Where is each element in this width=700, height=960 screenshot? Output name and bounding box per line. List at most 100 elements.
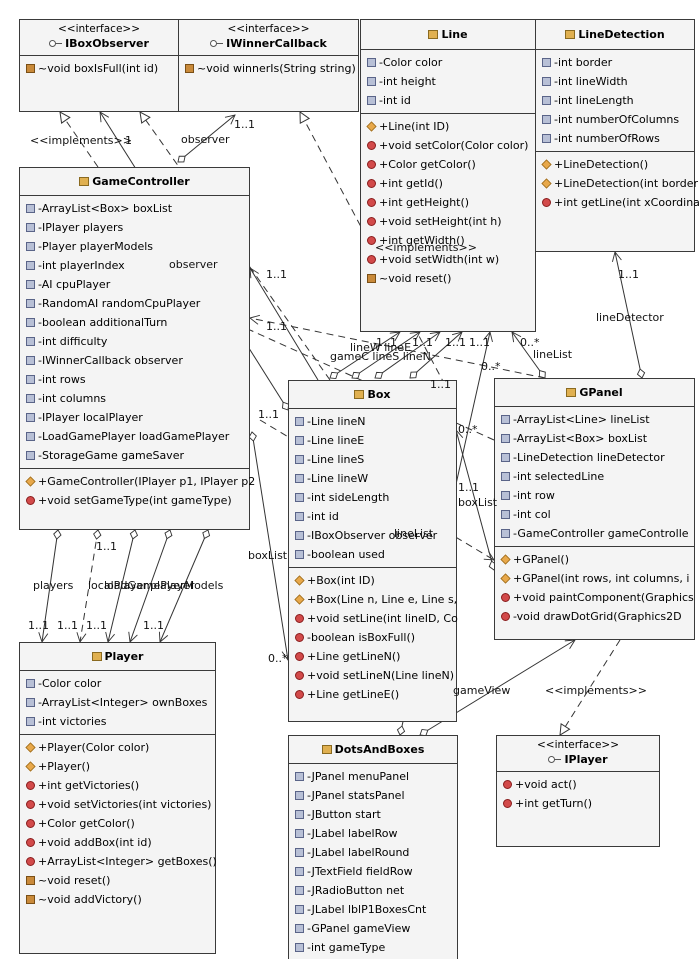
attribute-row[interactable]: -JButton start [289, 805, 457, 824]
attribute-row[interactable]: -Line lineN [289, 412, 456, 431]
class-iwinnercallback[interactable]: <<interface>> IWinnerCallback ~void winn… [178, 19, 359, 112]
attribute-row[interactable]: -JPanel menuPanel [289, 767, 457, 786]
class-iboxobserver[interactable]: <<interface>> IBoxObserver ~void boxIsFu… [19, 19, 179, 112]
attribute-row[interactable]: -ArrayList<Line> lineList [495, 410, 694, 429]
operation-row[interactable]: +void setVictories(int victories) [20, 795, 215, 814]
operation-row[interactable]: +Color getColor() [20, 814, 215, 833]
operation-row[interactable]: ~void addVictory() [20, 890, 215, 909]
class-player[interactable]: Player -Color color-ArrayList<Integer> o… [19, 642, 217, 954]
attribute-row[interactable]: -int sideLength [289, 488, 456, 507]
class-box[interactable]: Box -Line lineN-Line lineE-Line lineS-Li… [288, 380, 458, 722]
attribute-row[interactable]: -JRadioButton net [289, 881, 457, 900]
operation-row[interactable]: +int getHeight() [361, 193, 535, 212]
field-icon [26, 318, 35, 327]
attribute-row[interactable]: -boolean used [289, 545, 456, 564]
attribute-row[interactable]: -int height [361, 72, 535, 91]
operation-row[interactable]: +Line getLineN() [289, 647, 456, 666]
class-line[interactable]: Line -Color color-int height-int id +Lin… [360, 19, 536, 332]
operation-row[interactable]: +void act() [497, 775, 659, 794]
operation-row[interactable]: +Box(Line n, Line e, Line s, [289, 590, 457, 609]
attribute-row[interactable]: -ArrayList<Integer> ownBoxes [20, 693, 215, 712]
attribute-row[interactable]: -JLabel labelRow [289, 824, 457, 843]
attribute-row[interactable]: -boolean additionalTurn [20, 313, 249, 332]
attribute-row[interactable]: -int playerIndex [20, 256, 249, 275]
attribute-row[interactable]: -JLabel lblP1BoxesCnt [289, 900, 457, 919]
attribute-row[interactable]: -AI cpuPlayer [20, 275, 249, 294]
attribute-row[interactable]: -Color color [20, 674, 215, 693]
operation-row[interactable]: -boolean isBoxFull() [289, 628, 456, 647]
operation-row[interactable]: +void setWidth(int w) [361, 250, 535, 269]
attribute-row[interactable]: -Line lineW [289, 469, 456, 488]
operation-row[interactable]: +LineDetection(int border [536, 174, 698, 193]
attribute-row[interactable]: -JLabel labelRound [289, 843, 457, 862]
operation-row[interactable]: +int getVictories() [20, 776, 215, 795]
attribute-row[interactable]: -int selectedLine [495, 467, 694, 486]
attribute-row[interactable]: -int rows [20, 370, 249, 389]
operation-row[interactable]: ~void reset() [361, 269, 535, 288]
attribute-row[interactable]: -RandomAI randomCpuPlayer [20, 294, 249, 313]
operation-row[interactable]: +GPanel() [495, 550, 694, 569]
operation-row[interactable]: +ArrayList<Integer> getBoxes() [20, 852, 217, 871]
attribute-row[interactable]: -Color color [361, 53, 535, 72]
operation-row[interactable]: +Line(int ID) [361, 117, 535, 136]
attribute-row[interactable]: -int difficulty [20, 332, 249, 351]
attribute-row[interactable]: -int gameType [289, 938, 457, 957]
operation-row[interactable]: +void setLineN(Line lineN) [289, 666, 456, 685]
attribute-row[interactable]: -GameController gameControlle [495, 524, 694, 543]
attribute-row[interactable]: -int columns [20, 389, 249, 408]
class-iplayer[interactable]: <<interface>> IPlayer +void act()+int ge… [496, 735, 660, 847]
operation-row[interactable]: +Player(Color color) [20, 738, 215, 757]
attribute-row[interactable]: -LineDetection lineDetector [495, 448, 694, 467]
operation-row[interactable]: +void setGameType(int gameType) [20, 491, 249, 510]
operation-row[interactable]: +void setHeight(int h) [361, 212, 535, 231]
attribute-row[interactable]: -GPanel gameView [289, 919, 457, 938]
attribute-row[interactable]: -int lineWidth [536, 72, 694, 91]
attribute-row[interactable]: -LoadGamePlayer loadGamePlayer [20, 427, 249, 446]
operation-row[interactable]: ~void reset() [20, 871, 215, 890]
attribute-row[interactable]: -int row [495, 486, 694, 505]
attribute-row[interactable]: -int numberOfRows [536, 129, 694, 148]
class-gamecontroller[interactable]: GameController -ArrayList<Box> boxList-I… [19, 167, 255, 530]
operation-row[interactable]: +void setLine(int lineID, Co [289, 609, 458, 628]
attribute-row[interactable]: -IPlayer localPlayer [20, 408, 249, 427]
attribute-row[interactable]: -IWinnerCallback observer [20, 351, 249, 370]
attribute-row[interactable]: -int id [361, 91, 535, 110]
attribute-row[interactable]: -int lineLength [536, 91, 694, 110]
attribute-row[interactable]: -IPlayer players [20, 218, 249, 237]
attribute-row[interactable]: -ArrayList<Box> boxList [20, 199, 249, 218]
operation-row[interactable]: +void setColor(Color color) [361, 136, 535, 155]
operation-row[interactable]: +GPanel(int rows, int columns, i [495, 569, 694, 588]
attribute-row[interactable]: -JPanel statsPanel [289, 786, 457, 805]
operation-row[interactable]: +int getLine(int xCoordina [536, 193, 700, 212]
attribute-row[interactable]: -int numberOfColumns [536, 110, 694, 129]
attribute-row[interactable]: -Player playerModels [20, 237, 249, 256]
attribute-row[interactable]: -Line lineS [289, 450, 456, 469]
class-linedetection[interactable]: LineDetection -int border-int lineWidth-… [535, 19, 700, 252]
operation-row[interactable]: -void drawDotGrid(Graphics2D [495, 607, 694, 626]
class-dotsandboxes[interactable]: DotsAndBoxes -JPanel menuPanel-JPanel st… [288, 735, 458, 959]
attribute-row[interactable]: -IBoxObserver observer [289, 526, 456, 545]
operation-row[interactable]: +GameController(IPlayer p1, IPlayer p2 [20, 472, 255, 491]
attribute-row[interactable]: -Line lineE [289, 431, 456, 450]
operation-row[interactable]: +void paintComponent(Graphics [495, 588, 694, 607]
attribute-row[interactable]: -StorageGame gameSaver [20, 446, 249, 465]
operation-row[interactable]: +Box(int ID) [289, 571, 456, 590]
attribute-row[interactable]: -JTextField fieldRow [289, 862, 457, 881]
operation-row[interactable]: +Line getLineE() [289, 685, 456, 704]
attribute-row[interactable]: -int id [289, 507, 456, 526]
class-gpanel[interactable]: GPanel -ArrayList<Line> lineList-ArrayLi… [494, 378, 695, 640]
attribute-row[interactable]: -int victories [20, 712, 215, 731]
operation-row[interactable]: ~void winnerIs(String string) [179, 59, 358, 78]
attribute-row[interactable]: -int col [495, 505, 694, 524]
operation-row[interactable]: +LineDetection() [536, 155, 694, 174]
operation-row[interactable]: ~void boxIsFull(int id) [20, 59, 178, 78]
operation-row[interactable]: +Color getColor() [361, 155, 535, 174]
operation-row[interactable]: +int getId() [361, 174, 535, 193]
operation-row[interactable]: +Player() [20, 757, 215, 776]
operation-row[interactable]: +int getWidth() [361, 231, 535, 250]
operation-row[interactable]: +int getTurn() [497, 794, 659, 813]
operation-row[interactable]: +void addBox(int id) [20, 833, 215, 852]
member-text: -GPanel gameView [307, 922, 411, 935]
attribute-row[interactable]: -ArrayList<Box> boxList [495, 429, 694, 448]
attribute-row[interactable]: -int border [536, 53, 694, 72]
